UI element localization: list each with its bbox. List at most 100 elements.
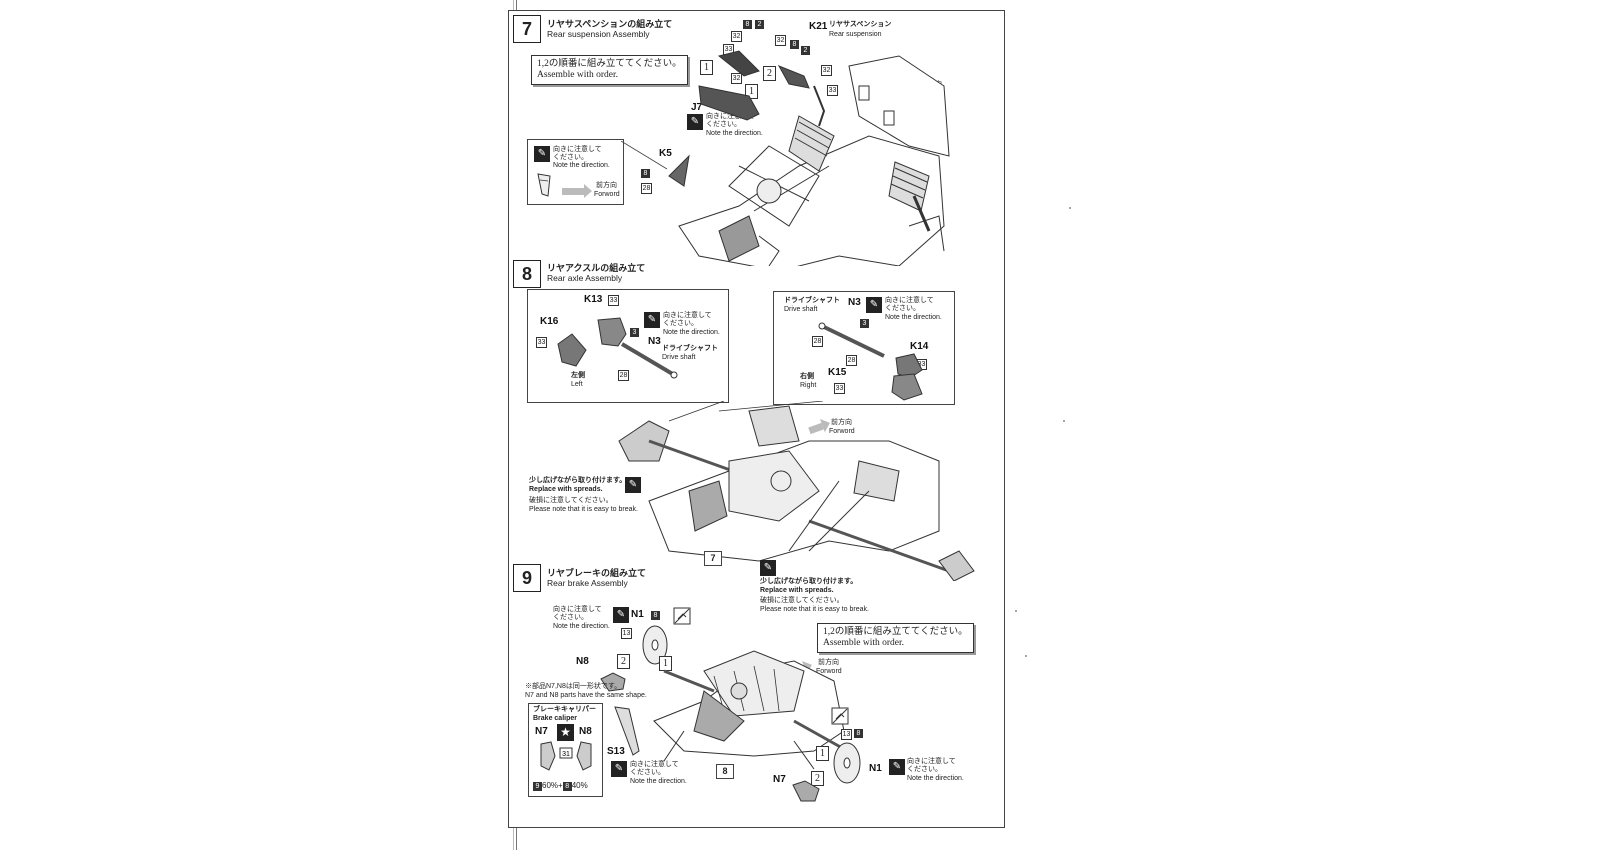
plus-sign: + [558, 781, 563, 790]
sequence-number: 2 [811, 771, 824, 786]
s13-part-sketch [614, 706, 640, 756]
scan-speck [1063, 420, 1065, 422]
forward-en: Forword [594, 191, 620, 198]
no-glue-icon [673, 607, 691, 625]
part-number: 28 [812, 336, 823, 347]
caliper-en: Brake caliper [533, 715, 577, 722]
part-number: 28 [618, 370, 629, 381]
left-axle-inset: K13 33 K16 33 3 N3 ドライブシャフト Drive shaft … [527, 289, 729, 403]
step-9-number: 9 [513, 564, 541, 592]
left-hub-sketch [557, 317, 678, 379]
sequence-number: 2 [763, 66, 776, 81]
step-8-chassis-illustration [618, 401, 975, 581]
paint-percent: 40% [571, 781, 588, 790]
order-note-en: Assemble with order. [537, 70, 619, 80]
step-7-number: 7 [513, 15, 541, 43]
caliper-n7-label: N7 [535, 726, 548, 737]
brake-disc-right [833, 742, 861, 784]
part-number: 2 [755, 20, 764, 29]
part-number: 32 [775, 35, 786, 46]
drive-shaft-jp: ドライブシャフト [662, 345, 718, 352]
step-7-title-jp: リヤサスペンションの組み立て [547, 19, 673, 29]
no-glue-icon [831, 707, 849, 725]
part-number: 8 [651, 611, 660, 620]
forward-en: Forword [829, 428, 855, 435]
part-number: 8 [641, 169, 650, 178]
part-label-n8: N8 [576, 656, 589, 667]
drive-shaft-en: Drive shaft [784, 306, 818, 313]
left-en: Left [571, 381, 583, 388]
paint-percent: 60% [542, 781, 559, 790]
part-label-k5: K5 [659, 148, 672, 159]
direction-note-en: Note the direction. [553, 623, 610, 630]
caution-brush-icon: ✎ [687, 114, 703, 130]
direction-note-jp: 向きに注意してください。 [663, 312, 712, 327]
caution-brush-icon: ✎ [760, 560, 776, 576]
caution-brush-icon: ✎ [625, 477, 641, 493]
part-number: 33 [536, 337, 547, 348]
part-number: 28 [641, 183, 652, 194]
step-ref-box: 7 [704, 551, 722, 566]
forward-jp: 前方向 [596, 182, 617, 189]
caliper-n8-label: N8 [579, 726, 592, 737]
direction-note-jp: 向きに注意してください。 [706, 113, 755, 128]
k21-en-label: Rear suspension [829, 31, 882, 38]
right-jp: 右側 [800, 373, 814, 380]
spread-note-en: Replace with spreads. [529, 486, 603, 493]
part-number: 33 [608, 295, 619, 306]
same-shape-note-jp: ※部品N7,N8は同一形状です。 [525, 683, 622, 690]
paint-number: 9 [533, 782, 542, 791]
scan-speck [1025, 655, 1027, 657]
caution-brush-icon: ✎ [644, 312, 660, 328]
caliper-pair-sketch: 31 [540, 741, 592, 771]
forward-arrow [562, 184, 592, 198]
part-number: 32 [821, 65, 832, 76]
break-note-jp: 破損に注意してください。 [760, 597, 844, 604]
k5-direction-inset: ✎ 向きに注意してください。 Note the direction. 前方向 F… [527, 139, 624, 205]
part-number: 13 [621, 628, 632, 639]
k5-part-sketch [537, 173, 551, 197]
part-number: 8 [854, 729, 863, 738]
part-label-k13: K13 [584, 294, 603, 305]
forward-en: Forword [816, 668, 842, 675]
brake-disc-left [642, 625, 668, 665]
direction-note-jp: 向きに注意してください。 [630, 761, 679, 776]
direction-note-jp: 向きに注意してください。 [553, 146, 602, 161]
part-label-k21: K21 [809, 21, 828, 32]
forward-jp: 前方向 [818, 659, 839, 666]
direction-note-en: Note the direction. [885, 314, 942, 321]
part-number: 8 [790, 40, 799, 49]
direction-note-en: Note the direction. [907, 775, 964, 782]
direction-note-en: Note the direction. [663, 329, 720, 336]
part-label-k16: K16 [540, 316, 559, 327]
forward-jp: 前方向 [831, 419, 852, 426]
left-jp: 左側 [571, 372, 585, 379]
right-axle-inset: ドライブシャフト Drive shaft N3 ✎ 向きに注意してください。 N… [773, 291, 955, 405]
star-icon: ★ [557, 724, 574, 741]
part-number: 32 [731, 31, 742, 42]
step-8-number: 8 [513, 260, 541, 288]
sequence-number: 1 [745, 84, 758, 99]
sequence-number: 1 [816, 746, 829, 761]
step-7-chassis-illustration [668, 50, 950, 266]
spread-note-jp: 少し広げながら取り付けます。 [760, 578, 858, 585]
sequence-number: 1 [700, 60, 713, 75]
scan-speck [1069, 207, 1071, 209]
part-label-n1: N1 [631, 609, 644, 620]
step-9-chassis-illustration [653, 650, 845, 770]
spread-note-jp: 少し広げながら取り付けます。 [529, 477, 627, 484]
step-9-title-en: Rear brake Assembly [547, 578, 628, 588]
order-note-en: Assemble with order. [823, 638, 905, 648]
caution-brush-icon: ✎ [866, 297, 882, 313]
paint-number: 8 [562, 782, 572, 791]
part-number: 13 [841, 729, 852, 740]
inset-leader-line [621, 141, 668, 170]
part-number: 8 [743, 20, 752, 29]
step-ref-box: 8 [716, 764, 734, 779]
k21-jp-label: リヤサスペンション [829, 21, 892, 28]
part-label-k14: K14 [910, 341, 929, 352]
scan-speck [1015, 610, 1017, 612]
break-note-jp: 破損に注意してください。 [529, 497, 613, 504]
